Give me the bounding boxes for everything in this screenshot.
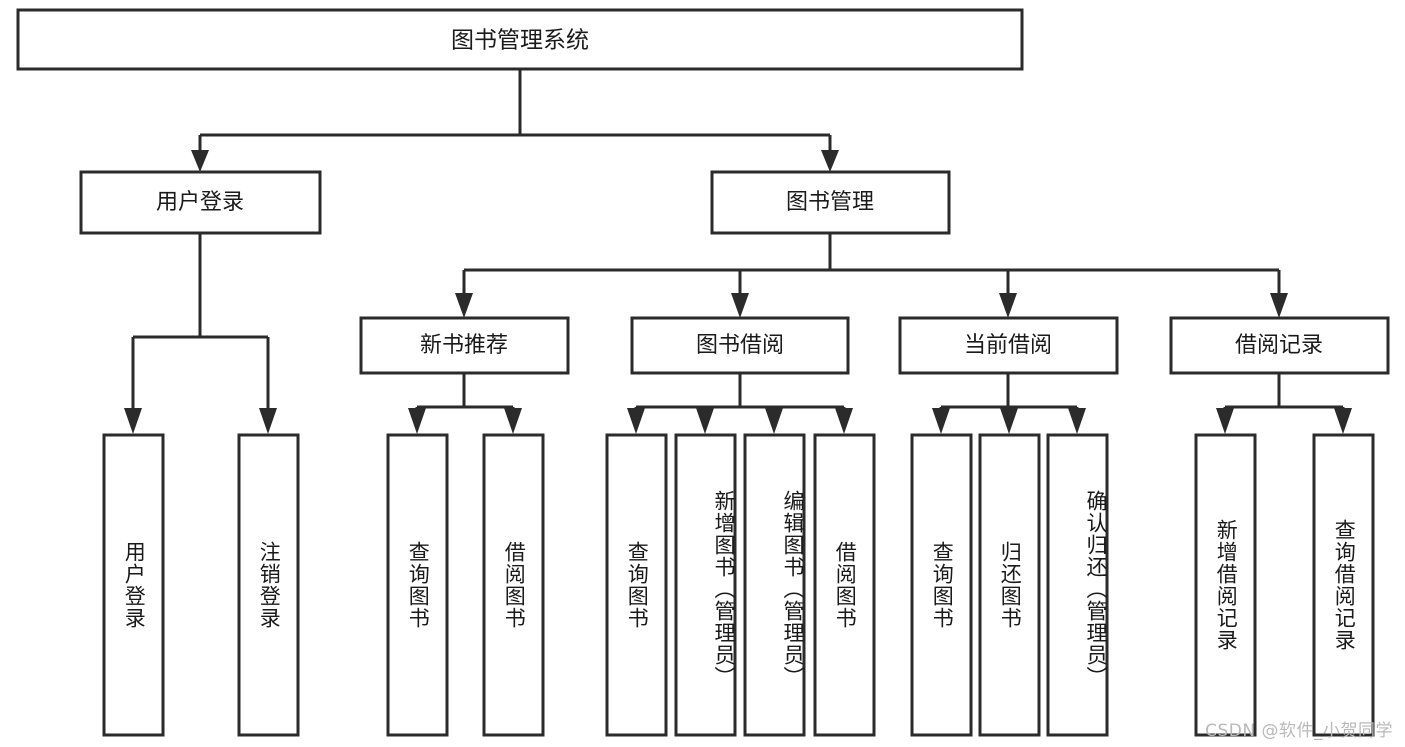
arrow-to-leaf-user-login xyxy=(124,408,142,434)
node-box-leaf-query-book-b[interactable] xyxy=(605,433,668,737)
node-box-leaf-confirm-return[interactable] xyxy=(1046,433,1109,737)
arrow-to-leaf-borrow-book-a xyxy=(504,408,522,434)
node-box-leaf-borrow-book-b[interactable] xyxy=(813,433,876,737)
node-box-leaf-edit-book[interactable] xyxy=(743,433,806,737)
node-box-current-borrow[interactable] xyxy=(898,316,1119,375)
node-label-borrow-record: 借阅记录 xyxy=(1235,333,1323,358)
arrow-to-leaf-edit-book xyxy=(765,408,783,434)
node-box-leaf-borrow-book-a[interactable] xyxy=(482,433,545,737)
watermark-text: CSDN @软件_小贺同学 xyxy=(1205,721,1393,741)
node-box-book-manage[interactable] xyxy=(710,170,951,235)
arrow-to-leaf-query-book-c xyxy=(932,408,950,434)
node-label-current-borrow: 当前借阅 xyxy=(964,333,1052,358)
node-layer: 图书管理系统 用户登录 图书管理 新书推荐 图书借阅 当前借阅 借阅记录 xyxy=(16,8,1390,737)
node-box-leaf-query-record[interactable] xyxy=(1312,433,1375,737)
arrow-to-leaf-add-record xyxy=(1216,408,1234,434)
node-box-leaf-user-login[interactable] xyxy=(102,433,165,737)
node-box-new-book-recommend[interactable] xyxy=(359,316,570,375)
node-label-root: 图书管理系统 xyxy=(451,28,589,54)
connector-layer xyxy=(124,69,1352,434)
node-box-leaf-query-book-c[interactable] xyxy=(910,433,973,737)
node-box-root[interactable] xyxy=(16,8,1024,71)
node-label-book-manage: 图书管理 xyxy=(786,190,874,215)
arrow-to-leaf-add-book xyxy=(696,408,714,434)
node-box-book-borrow[interactable] xyxy=(630,316,850,375)
arrow-to-leaf-logout xyxy=(259,408,277,434)
arrow-to-new-book-recommend xyxy=(455,293,473,318)
arrow-to-book-manage xyxy=(821,150,839,172)
node-box-leaf-add-book[interactable] xyxy=(674,433,737,737)
arrow-to-leaf-query-record xyxy=(1334,408,1352,434)
arrow-to-leaf-return-book xyxy=(1000,408,1018,434)
arrow-to-current-borrow xyxy=(999,293,1017,318)
node-box-borrow-record[interactable] xyxy=(1169,316,1390,375)
arrow-to-leaf-borrow-book-b xyxy=(835,408,853,434)
node-label-new-book-recommend: 新书推荐 xyxy=(420,333,508,358)
arrow-to-book-borrow xyxy=(731,293,749,318)
arrow-to-user-login xyxy=(191,150,209,172)
node-box-leaf-return-book[interactable] xyxy=(978,433,1041,737)
node-box-user-login[interactable] xyxy=(79,170,322,235)
node-box-leaf-logout[interactable] xyxy=(237,433,300,737)
node-label-user-login: 用户登录 xyxy=(156,190,244,215)
node-box-leaf-query-book-a[interactable] xyxy=(386,433,449,737)
arrow-to-leaf-query-book-a xyxy=(408,408,426,434)
node-box-leaf-add-record[interactable] xyxy=(1194,433,1257,737)
arrow-to-leaf-confirm-return xyxy=(1068,408,1086,434)
arrow-to-borrow-record xyxy=(1270,293,1288,318)
arrow-to-leaf-query-book-b xyxy=(627,408,645,434)
node-label-book-borrow: 图书借阅 xyxy=(696,333,784,358)
